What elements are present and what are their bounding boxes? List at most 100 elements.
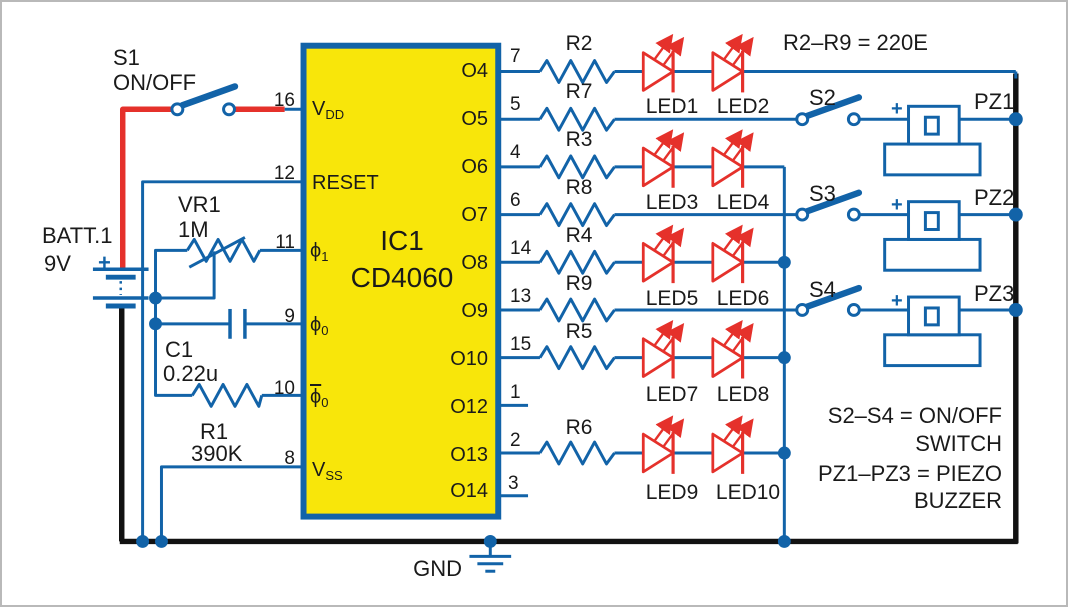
ic-pin-number-15: 15 <box>510 334 532 355</box>
r1-value: 390K <box>191 441 243 466</box>
led-icon-led1 <box>641 33 685 93</box>
resistor-icon-r7 <box>538 106 616 132</box>
ic-part-number: CD4060 <box>350 262 454 293</box>
piezo-icon-pz1 <box>883 104 982 177</box>
led-icon-led3 <box>641 129 685 188</box>
ic-pin-label-phi0: ϕ0 <box>310 314 329 338</box>
resistor-label-r2: R2 <box>565 32 593 55</box>
ic-pin-number-7: 7 <box>510 46 521 67</box>
ic-pin-number-3: 3 <box>508 473 519 494</box>
s1-label: S1 <box>113 45 140 70</box>
battery-icon <box>92 267 149 309</box>
resistor-label-r4: R4 <box>565 224 593 247</box>
ic-pin-label-o7: O7 <box>461 204 488 226</box>
ic-pin-label-vdd: VDD <box>312 98 345 122</box>
switch-icon-s2 <box>795 94 863 127</box>
c1-value: 0.22u <box>163 361 219 386</box>
battery-plus-sign: + <box>98 250 111 275</box>
ic-pin-number-4: 4 <box>510 142 521 163</box>
resistor-icon-r3 <box>538 154 616 180</box>
battery-voltage: 9V <box>44 251 71 276</box>
led-icon-led7 <box>641 319 685 379</box>
pz1-plus-sign: + <box>891 98 903 120</box>
led-label-led3: LED3 <box>645 191 699 214</box>
note-switches-line1: S2–S4 = ON/OFF <box>827 403 1002 428</box>
ic-pin-label-o5: O5 <box>461 108 488 130</box>
led-label-led10: LED10 <box>715 481 781 504</box>
resistor-label-r3: R3 <box>565 128 593 151</box>
junction-dots <box>136 112 1023 548</box>
buzzer-label-pz2: PZ2 <box>974 185 1015 210</box>
resistor-label-r7: R7 <box>565 80 593 103</box>
resistor-label-r9: R9 <box>565 272 593 295</box>
resistor-label-r8: R8 <box>565 176 593 199</box>
ic-pin-label-phi1: ϕ1 <box>310 240 329 264</box>
buzzer-label-pz3: PZ3 <box>974 281 1015 306</box>
resistor-icon-r8 <box>538 202 616 228</box>
led-label-led4: LED4 <box>716 191 770 214</box>
r1-icon <box>191 382 303 408</box>
switch-label-s4: S4 <box>809 277 836 302</box>
ic-pin-label-o12: O12 <box>450 396 488 418</box>
ic-pin-number-10: 10 <box>273 378 295 399</box>
ic-pin-number-8: 8 <box>284 448 295 469</box>
s1-switch-icon <box>170 83 239 117</box>
resistor-icon-r9 <box>538 297 616 323</box>
led-icon-led2 <box>711 33 754 93</box>
note-resistor-values: R2–R9 = 220E <box>783 30 928 55</box>
resistor-icon-r4 <box>538 249 616 275</box>
s1-mode-label: ON/OFF <box>113 70 197 95</box>
ic-pin-label-o9: O9 <box>461 300 488 322</box>
ic-pin-number-1: 1 <box>510 382 521 403</box>
vr1-value: 1M <box>178 217 209 242</box>
switch-label-s3: S3 <box>809 181 836 206</box>
led-label-led9: LED9 <box>645 481 699 504</box>
resistor-label-r6: R6 <box>565 416 593 439</box>
ic-pin-label-o14: O14 <box>450 480 488 502</box>
led-icon-led5 <box>641 224 685 284</box>
power-rail-red <box>119 106 285 269</box>
switch-icon-s4 <box>795 284 863 317</box>
note-switches-line2: SWITCH <box>915 431 1002 456</box>
led-icon-led6 <box>711 224 754 284</box>
led-label-led2: LED2 <box>716 95 770 118</box>
ic-pin-number-6: 6 <box>510 190 521 211</box>
led-icon-led9 <box>641 415 685 474</box>
row-wires <box>499 70 1018 542</box>
led-label-led7: LED7 <box>645 383 699 406</box>
ic-ref: IC1 <box>380 225 424 256</box>
resistor-label-r5: R5 <box>565 320 593 343</box>
resistor-icon-r5 <box>538 345 616 371</box>
note-buzzers-line2: BUZZER <box>914 488 1002 513</box>
vss-wire <box>159 465 303 542</box>
pz3-plus-sign: + <box>891 290 903 312</box>
led-label-led6: LED6 <box>716 287 770 310</box>
r1-label: R1 <box>200 419 229 444</box>
ic-pin-number-5: 5 <box>510 94 521 115</box>
ic-pin-label-o4: O4 <box>461 60 488 82</box>
led-icon-led8 <box>711 319 754 379</box>
resistor-icon-r6 <box>538 440 616 466</box>
pz2-plus-sign: + <box>891 194 903 216</box>
ic-pin-number-9: 9 <box>284 306 295 327</box>
buzzer-label-pz1: PZ1 <box>974 89 1015 114</box>
reset-wire <box>141 180 303 542</box>
ic-pin-label-reset: RESET <box>312 172 379 194</box>
resistor-icon-r2 <box>538 59 616 84</box>
switch-icon-s3 <box>795 189 863 222</box>
vr1-icon <box>154 236 303 397</box>
ic-pin-label-phi0-bar: ϕ0 <box>310 386 329 410</box>
ic-pin-number-2: 2 <box>510 430 521 451</box>
piezo-icon-pz3 <box>883 295 982 368</box>
c1-icon <box>155 308 303 339</box>
c1-label: C1 <box>165 337 194 362</box>
led-label-led8: LED8 <box>716 383 770 406</box>
ic-pin-number-16: 16 <box>273 90 295 111</box>
ic-pin-label-o6: O6 <box>461 156 488 178</box>
vr1-label: VR1 <box>178 192 221 217</box>
ic-pin-number-13: 13 <box>510 286 532 307</box>
battery-label: BATT.1 <box>42 223 113 248</box>
ic-body <box>300 42 502 520</box>
